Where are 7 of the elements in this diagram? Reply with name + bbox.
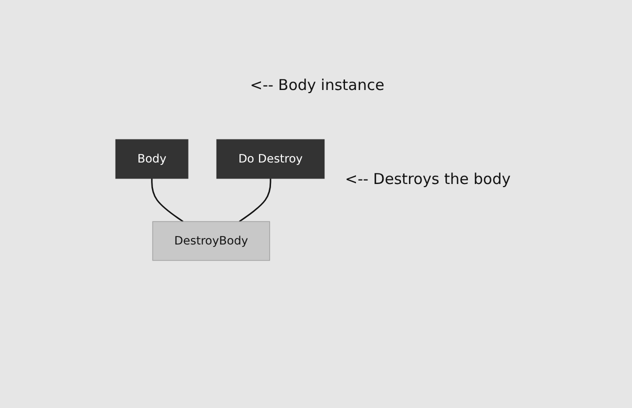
node-box: DestroyBody [152,221,270,261]
connector [151,178,184,222]
comment-text: <-- Body instance [250,76,384,94]
connector [238,178,272,222]
node-box: Do Destroy [216,139,325,179]
comment-text: <-- Destroys the body [345,170,511,188]
node-box: Body [115,139,188,179]
